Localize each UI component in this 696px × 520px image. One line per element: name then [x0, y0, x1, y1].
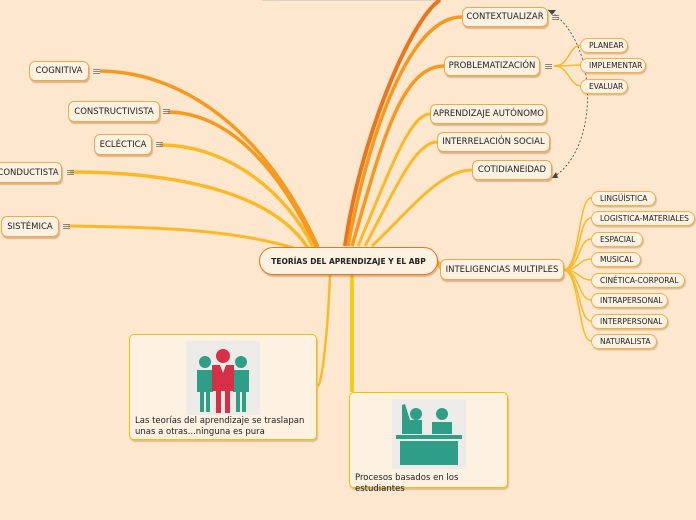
card-students-caption: Procesos basados en los estudiantes	[355, 473, 459, 494]
node-label: APRENDIZAJE AUTÓNOMO	[433, 109, 544, 119]
link-autonomo	[356, 112, 431, 247]
node-label: PROBLEMATIZACIÓN	[448, 61, 536, 71]
node-label: MUSICAL	[600, 255, 634, 264]
card-people[interactable]: Las teorías del aprendizaje se traslapan…	[129, 334, 317, 440]
node-conductista[interactable]: CONDUCTISTA	[0, 162, 62, 183]
central-topic[interactable]: TEORÍAS DEL APRENDIZAJE Y EL ABP	[259, 247, 438, 275]
top-edge-bar	[262, 0, 442, 1]
node-problematizacion[interactable]: PROBLEMATIZACIÓN	[444, 56, 540, 76]
node-musical[interactable]: MUSICAL	[591, 252, 641, 267]
node-eclectica[interactable]: ECLÉCTICA	[94, 134, 152, 155]
link-interrelacion	[363, 140, 438, 247]
note-icon[interactable]: ≡	[544, 60, 554, 73]
link-cognitiva	[99, 69, 320, 248]
caption-line: unas a otras...ninguna es pura	[135, 427, 265, 437]
link-problematizacion	[350, 64, 445, 247]
node-label: EVALUAR	[589, 82, 624, 91]
node-label: ESPACIAL	[600, 235, 636, 244]
note-icon[interactable]: ≡	[92, 65, 102, 78]
node-label: CONTEXTUALIZAR	[466, 12, 544, 22]
node-interrelacion-social[interactable]: INTERRELACIÓN SOCIAL	[437, 132, 550, 152]
note-icon[interactable]: ≡	[155, 138, 165, 151]
dashed-relation	[547, 9, 588, 179]
node-label: LINGÜÍSTICA	[600, 194, 648, 203]
node-cotidianeidad[interactable]: COTIDIANEIDAD	[472, 160, 552, 180]
node-contextualizar[interactable]: CONTEXTUALIZAR	[462, 7, 548, 27]
students-at-desk-icon	[392, 399, 466, 469]
node-interpersonal[interactable]: INTERPERSONAL	[591, 314, 668, 329]
node-constructivista[interactable]: CONSTRUCTIVISTA	[68, 101, 160, 122]
node-label: NATURALISTA	[600, 337, 651, 346]
node-cinetica-corporal[interactable]: CINÉTICA-CORPORAL	[591, 273, 685, 288]
note-icon[interactable]: ≡	[551, 11, 561, 24]
node-label: LOGISTICA-MATERIALES	[600, 214, 689, 223]
card-students[interactable]: Procesos basados en los estudiantes	[349, 392, 508, 494]
note-icon[interactable]: ≡	[66, 166, 76, 179]
link-eclectica	[159, 143, 315, 248]
node-planear[interactable]: PLANEAR	[580, 38, 628, 53]
node-evaluar[interactable]: EVALUAR	[580, 79, 628, 94]
note-icon[interactable]: ≡	[162, 105, 172, 118]
node-aprendizaje-autonomo[interactable]: APRENDIZAJE AUTÓNOMO	[430, 104, 547, 124]
note-icon[interactable]: ≡	[62, 220, 72, 233]
link-card-people	[316, 274, 332, 388]
node-implementar[interactable]: IMPLEMENTAR	[580, 58, 646, 73]
node-label: INTERPERSONAL	[600, 317, 663, 326]
node-label: COGNITIVA	[35, 66, 83, 76]
node-label: IMPLEMENTAR	[589, 61, 643, 70]
node-label: COTIDIANEIDAD	[477, 165, 547, 175]
node-label: INTRAPERSONAL	[600, 296, 663, 305]
node-linguistica[interactable]: LINGÜÍSTICA	[591, 191, 656, 206]
card-people-caption: Las teorías del aprendizaje se traslapan…	[135, 416, 304, 438]
caption-line: Las teorías del aprendizaje se traslapan	[135, 416, 305, 426]
node-label: CONSTRUCTIVISTA	[74, 106, 154, 117]
node-label: ECLÉCTICA	[99, 139, 147, 150]
link-contextualizar	[346, 15, 463, 247]
link-constructivista	[167, 110, 318, 248]
node-inteligencias-multiples[interactable]: INTELIGENCIAS MULTIPLES	[440, 259, 564, 280]
node-sistemica[interactable]: SISTÉMICA	[1, 216, 59, 237]
group-of-people-icon	[186, 341, 260, 415]
link-sistemica	[67, 224, 301, 252]
node-label: INTELIGENCIAS MULTIPLES	[445, 264, 559, 275]
node-label: SISTÉMICA	[7, 221, 53, 232]
node-label: PLANEAR	[589, 41, 624, 50]
node-naturalista[interactable]: NATURALISTA	[591, 334, 657, 349]
link-top	[343, 0, 442, 247]
link-cotidianeidad	[370, 168, 473, 248]
node-logistica-materiales[interactable]: LOGISTICA-MATERIALES	[591, 211, 695, 226]
node-label: CINÉTICA-CORPORAL	[600, 276, 679, 285]
node-label: INTERRELACIÓN SOCIAL	[442, 137, 545, 147]
node-label: CONDUCTISTA	[0, 167, 59, 178]
node-intrapersonal[interactable]: INTRAPERSONAL	[591, 293, 668, 308]
link-conductista	[69, 170, 310, 249]
central-topic-label: TEORÍAS DEL APRENDIZAJE Y EL ABP	[271, 256, 426, 266]
node-cognitiva[interactable]: COGNITIVA	[29, 61, 89, 81]
node-espacial[interactable]: ESPACIAL	[591, 232, 643, 247]
